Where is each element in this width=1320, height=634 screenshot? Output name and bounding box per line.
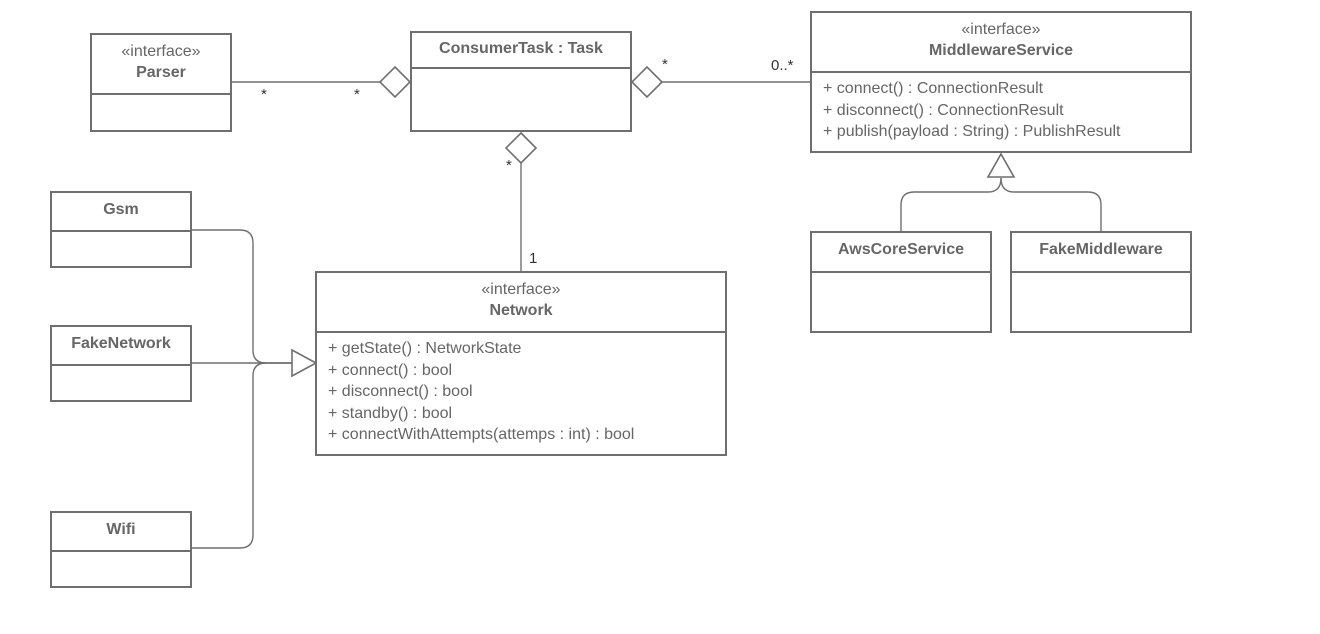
gsm-realization-line	[190, 229, 292, 364]
fake-middleware-class: FakeMiddleware	[1010, 231, 1192, 333]
gsm-name: Gsm	[103, 201, 139, 218]
fake-middleware-name: FakeMiddleware	[1039, 241, 1163, 258]
parser-multiplicity: *	[261, 86, 267, 103]
fake-network-class: FakeNetwork	[50, 325, 192, 402]
parser-stereotype: «interface»	[121, 43, 201, 60]
network-aggregation-diamond	[504, 131, 538, 165]
middleware-member: + disconnect() : ConnectionResult	[823, 101, 1064, 119]
middleware-service-stereotype: «interface»	[961, 21, 1041, 38]
middleware-member: + connect() : ConnectionResult	[823, 80, 1044, 97]
middleware-service-class: «interface» MiddlewareService + connect(…	[810, 11, 1192, 153]
middleware-service-name: MiddlewareService	[928, 42, 1074, 59]
middleware-member: + publish(payload : String) : PublishRes…	[823, 123, 1121, 140]
task-parser-multiplicity: *	[354, 86, 360, 103]
wifi-realization-line	[190, 362, 267, 549]
middleware-multiplicity: 0..*	[771, 57, 794, 74]
consumer-task-class: ConsumerTask : Task	[410, 31, 632, 132]
network-stereotype: «interface»	[481, 281, 561, 298]
aws-core-service-class: AwsCoreService	[810, 231, 992, 333]
network-member: + connectWithAttempts(attemps : int) : b…	[328, 426, 635, 443]
parser-aggregation-diamond	[378, 65, 412, 99]
middleware-aggregation-diamond	[630, 65, 664, 99]
fake-network-name: FakeNetwork	[71, 335, 171, 352]
parser-class: «interface» Parser	[90, 33, 232, 132]
wifi-class: Wifi	[50, 511, 192, 588]
network-multiplicity: 1	[529, 250, 538, 267]
aws-realization-line	[900, 177, 1002, 232]
parser-name: Parser	[136, 64, 186, 81]
aws-core-service-name: AwsCoreService	[838, 241, 964, 258]
middleware-service-members: + connect() : ConnectionResult + disconn…	[812, 73, 1190, 143]
network-member: + getState() : NetworkState	[328, 340, 522, 357]
network-member: + connect() : bool	[328, 361, 453, 379]
task-network-multiplicity: *	[506, 157, 512, 174]
network-member: + disconnect() : bool	[328, 383, 473, 400]
middleware-realization-arrowhead	[986, 152, 1016, 178]
gsm-class: Gsm	[50, 191, 192, 268]
network-members: + getState() : NetworkState + connect() …	[317, 333, 725, 446]
network-member: + standby() : bool	[328, 404, 453, 422]
network-realization-arrowhead	[291, 348, 318, 378]
fakemiddleware-realization-line	[1000, 177, 1102, 232]
network-class: «interface» Network + getState() : Netwo…	[315, 271, 727, 456]
network-name: Network	[489, 302, 553, 319]
wifi-name: Wifi	[106, 521, 136, 538]
consumer-task-name: ConsumerTask : Task	[439, 40, 603, 57]
task-middleware-multiplicity: *	[662, 56, 668, 73]
